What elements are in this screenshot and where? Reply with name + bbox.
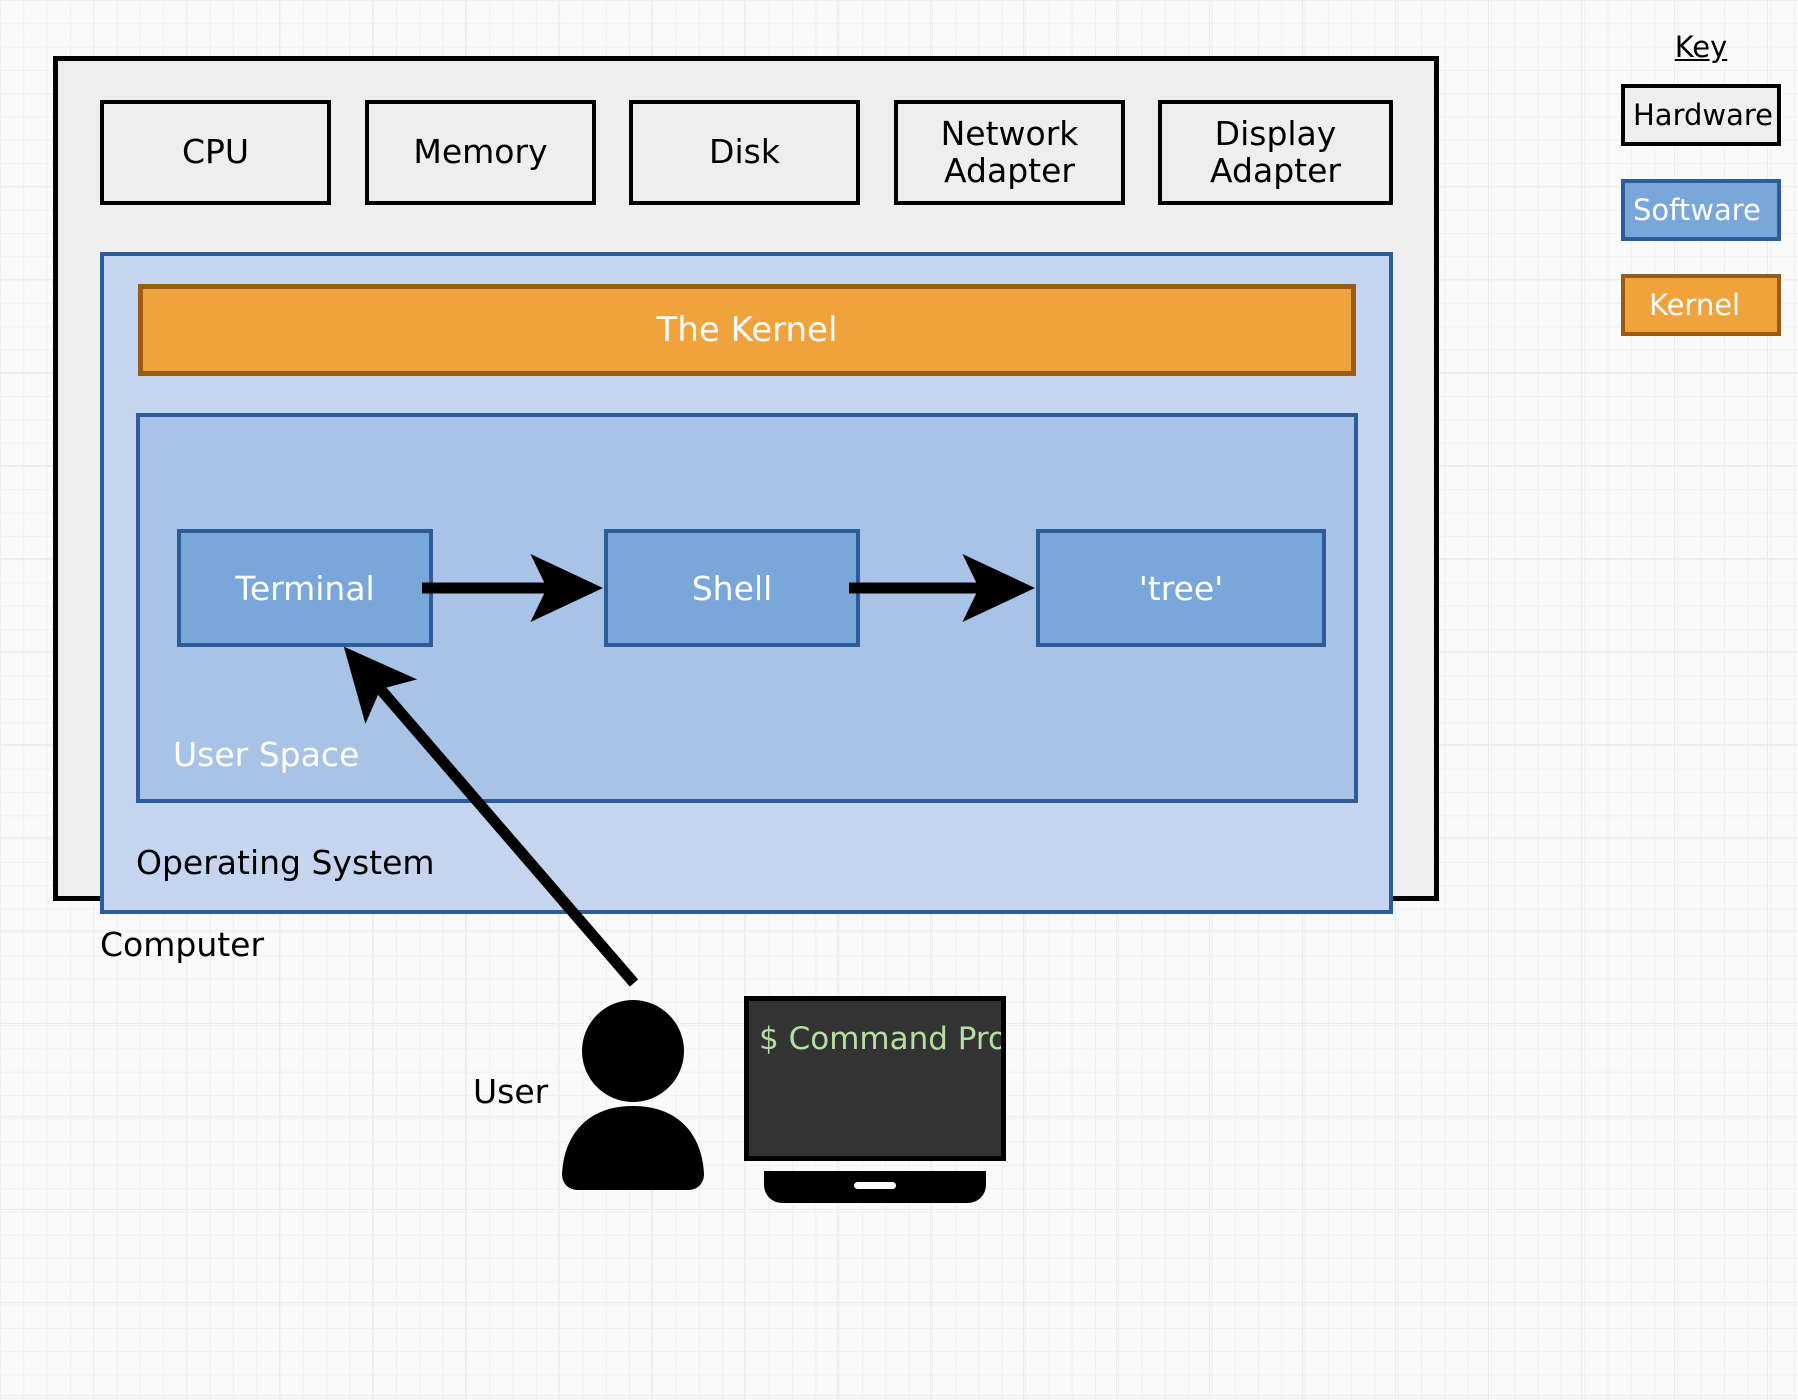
monitor-stand	[764, 1171, 986, 1203]
software-label-tree: 'tree'	[1138, 568, 1224, 608]
key-label-kernel: Kernel	[1649, 288, 1741, 322]
hardware-box-cpu[interactable]: CPU	[100, 100, 331, 205]
kernel-label: The Kernel	[656, 310, 838, 350]
software-label-shell: Shell	[691, 568, 773, 608]
hardware-box-disk[interactable]: Disk	[629, 100, 860, 205]
monitor[interactable]: $ Command Prompt	[744, 996, 1006, 1203]
hardware-label-memory: Memory	[413, 132, 548, 172]
software-box-tree[interactable]: 'tree'	[1036, 529, 1326, 647]
software-box-shell[interactable]: Shell	[604, 529, 860, 647]
key-label-hardware: Hardware	[1633, 98, 1774, 132]
user-label: User	[473, 1072, 549, 1111]
monitor-stand-notch	[854, 1182, 896, 1189]
user-space-label: User Space	[173, 735, 360, 774]
key-item-software: Software	[1621, 179, 1781, 241]
software-box-terminal[interactable]: Terminal	[177, 529, 433, 647]
hardware-box-memory[interactable]: Memory	[365, 100, 596, 205]
computer-label: Computer	[100, 925, 265, 964]
key-title: Key	[1674, 30, 1728, 64]
key-item-hardware: Hardware	[1621, 84, 1781, 146]
hardware-label-cpu: CPU	[181, 132, 250, 172]
software-label-terminal: Terminal	[235, 568, 375, 608]
key-item-kernel: Kernel	[1621, 274, 1781, 336]
key-label-software: Software	[1633, 193, 1761, 227]
kernel-box[interactable]: The Kernel	[138, 284, 1356, 376]
monitor-screen[interactable]: $ Command Prompt	[744, 996, 1006, 1161]
hardware-label-disk: Disk	[709, 132, 780, 172]
operating-system-label: Operating System	[136, 843, 435, 882]
user-avatar	[552, 1000, 714, 1190]
key-legend: Key Hardware Software Kernel	[1621, 30, 1781, 369]
person-icon	[562, 1000, 704, 1190]
command-prompt-text: $ Command Prompt	[759, 1021, 1006, 1057]
